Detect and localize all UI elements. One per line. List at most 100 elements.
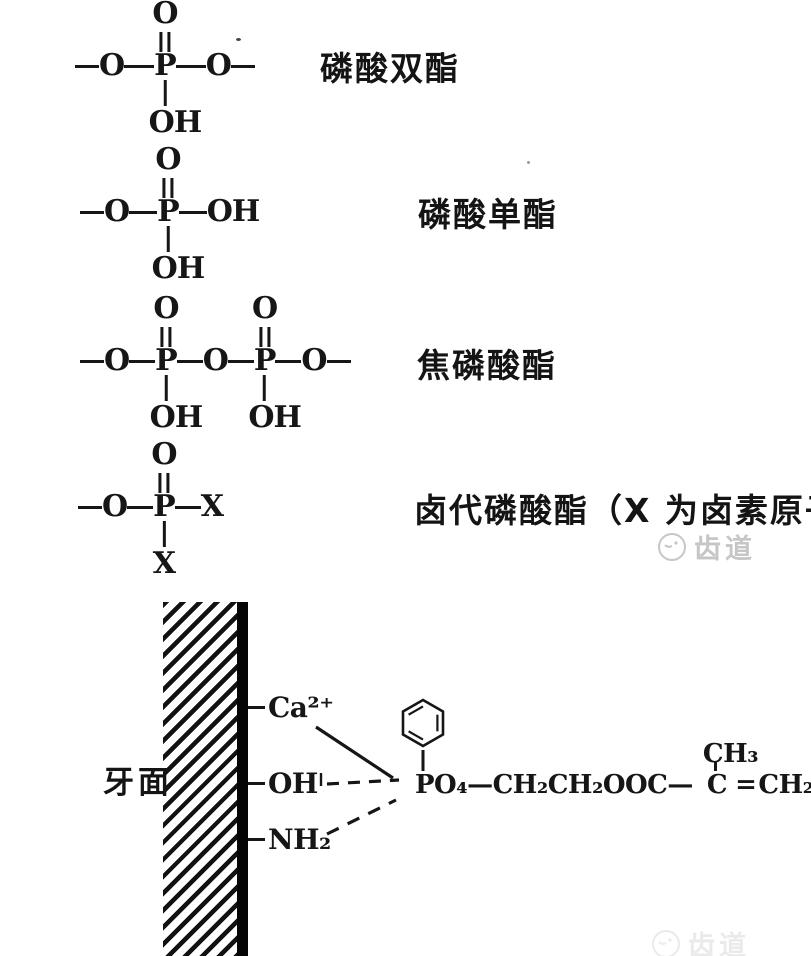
atom-O: O bbox=[205, 48, 232, 83]
surface-group-amine: NH₂ bbox=[248, 823, 331, 856]
atom-O: O bbox=[99, 48, 125, 83]
bond-tick bbox=[248, 781, 265, 785]
atom-P: P O X bbox=[151, 438, 177, 581]
bond-tick bbox=[248, 705, 265, 709]
watermark-logo-icon bbox=[652, 929, 680, 956]
methyl-bond bbox=[713, 762, 717, 771]
bond-line bbox=[230, 64, 255, 68]
watermark-text: 齿道 bbox=[688, 931, 750, 956]
double-bond bbox=[160, 327, 172, 347]
structure-label-phosphodiester: 磷酸双酯 bbox=[320, 49, 460, 88]
po4-chain-text: PO₄—CH₂CH₂OOC— bbox=[415, 770, 693, 800]
p-hydroxyl-group: OH bbox=[228, 375, 302, 435]
double-bond bbox=[158, 473, 170, 493]
atom-O: O bbox=[104, 194, 130, 229]
atom-P2: P O OH bbox=[248, 292, 301, 435]
bond-line bbox=[275, 359, 302, 363]
atom-OH: OH bbox=[149, 400, 203, 435]
vinyl-double-bond: = bbox=[735, 770, 757, 800]
structure-label-pyrophosphate: 焦磷酸酯 bbox=[417, 346, 557, 385]
structure-pyrophosphate: O P O OH O P O OH bbox=[80, 292, 351, 435]
double-bond bbox=[159, 32, 171, 52]
structure-halophosphate: O P O X X bbox=[78, 438, 224, 581]
atom-OH: OH bbox=[148, 105, 202, 140]
bond-line bbox=[80, 210, 104, 214]
bond-line bbox=[129, 359, 156, 363]
hydroxyl-label: OH bbox=[268, 766, 318, 800]
single-bond bbox=[263, 375, 267, 401]
atom-OH: OH bbox=[206, 194, 260, 229]
atom-P1: P O OH bbox=[150, 292, 203, 435]
benzene-ring bbox=[401, 698, 445, 748]
single-bond bbox=[162, 521, 166, 547]
atom-O: O bbox=[155, 142, 181, 177]
single-bond bbox=[166, 226, 170, 252]
bond-line bbox=[80, 359, 104, 363]
atom-P-label: P bbox=[157, 194, 180, 229]
atom-O: O bbox=[301, 343, 327, 378]
tooth-surface-hatch bbox=[163, 602, 237, 956]
bond-connector-svg bbox=[315, 698, 445, 836]
bond-tick bbox=[248, 837, 265, 841]
structure-label-phosphomonoester: 磷酸单酯 bbox=[418, 195, 558, 234]
bond-line bbox=[176, 359, 203, 363]
atom-P-label: P bbox=[253, 343, 277, 378]
double-bond bbox=[162, 178, 174, 198]
benzene-inner-bond bbox=[408, 730, 424, 741]
atom-O: O bbox=[252, 291, 278, 326]
bond-line bbox=[129, 210, 158, 214]
bond-line bbox=[124, 64, 155, 68]
atom-O: O bbox=[153, 291, 179, 326]
atom-O: O bbox=[151, 437, 177, 472]
double-bond bbox=[259, 327, 271, 347]
p-hydroxyl-group: OH bbox=[132, 226, 205, 286]
methyl-group: CH₃ bbox=[702, 739, 759, 769]
atom-P: P O OH bbox=[149, 0, 202, 140]
tooth-surface-label: 牙面 bbox=[103, 765, 173, 801]
bond-line bbox=[326, 359, 351, 363]
solid-bond-calcium-to-po4 bbox=[315, 725, 394, 780]
dashed-bond-oh-to-po4 bbox=[326, 778, 400, 786]
bond-line bbox=[75, 64, 99, 68]
bond-line bbox=[178, 210, 207, 214]
quaternary-carbon: C CH₃ bbox=[703, 739, 759, 801]
p-oxo-group: O bbox=[155, 142, 181, 198]
atom-O: O bbox=[102, 489, 128, 524]
benzene-inner-bond bbox=[408, 705, 424, 716]
p-oxo-group: O bbox=[153, 291, 179, 347]
surface-group-hydroxyl: OH bbox=[248, 766, 318, 800]
atom-OH: OH bbox=[151, 251, 205, 286]
atom-P: P O OH bbox=[152, 143, 205, 286]
bond-line bbox=[127, 505, 154, 509]
watermark-bottom: 齿道 bbox=[650, 924, 750, 956]
scan-speck bbox=[527, 161, 530, 164]
p-oxo-group: O bbox=[152, 0, 178, 52]
structure-phosphomonoester: O P O OH OH bbox=[80, 143, 260, 286]
p-hydroxyl-group: OH bbox=[130, 375, 203, 435]
atom-O: O bbox=[202, 343, 229, 378]
single-bond bbox=[164, 375, 168, 401]
atom-O: O bbox=[152, 0, 178, 31]
calcium-ion-label: Ca²⁺ bbox=[268, 690, 334, 724]
atom-P-label: P bbox=[155, 343, 178, 378]
single-bond bbox=[163, 80, 167, 106]
surface-group-calcium: Ca²⁺ bbox=[248, 690, 334, 724]
p-oxo-group: O bbox=[151, 437, 177, 493]
atom-X: X bbox=[200, 489, 224, 524]
structure-label-halophosphate: 卤代磷酸酯（X 为卤素原子） bbox=[414, 491, 811, 530]
p-halogen-group: X bbox=[152, 521, 176, 581]
scan-speck bbox=[236, 38, 241, 41]
bond-line bbox=[227, 359, 254, 363]
p-oxo-group: O bbox=[252, 291, 278, 347]
monomer-formula: PO₄—CH₂CH₂OOC— C CH₃ = CH₂ bbox=[415, 739, 811, 801]
atom-X: X bbox=[152, 546, 176, 581]
carbon-label: C bbox=[706, 770, 728, 800]
bond-line bbox=[174, 505, 201, 509]
watermark-text: 齿道 bbox=[694, 534, 756, 565]
p-hydroxyl-group: OH bbox=[129, 80, 202, 140]
atom-O: O bbox=[104, 343, 130, 378]
atom-P-label: P bbox=[153, 489, 176, 524]
bond-line bbox=[175, 64, 206, 68]
bond-line bbox=[78, 505, 102, 509]
